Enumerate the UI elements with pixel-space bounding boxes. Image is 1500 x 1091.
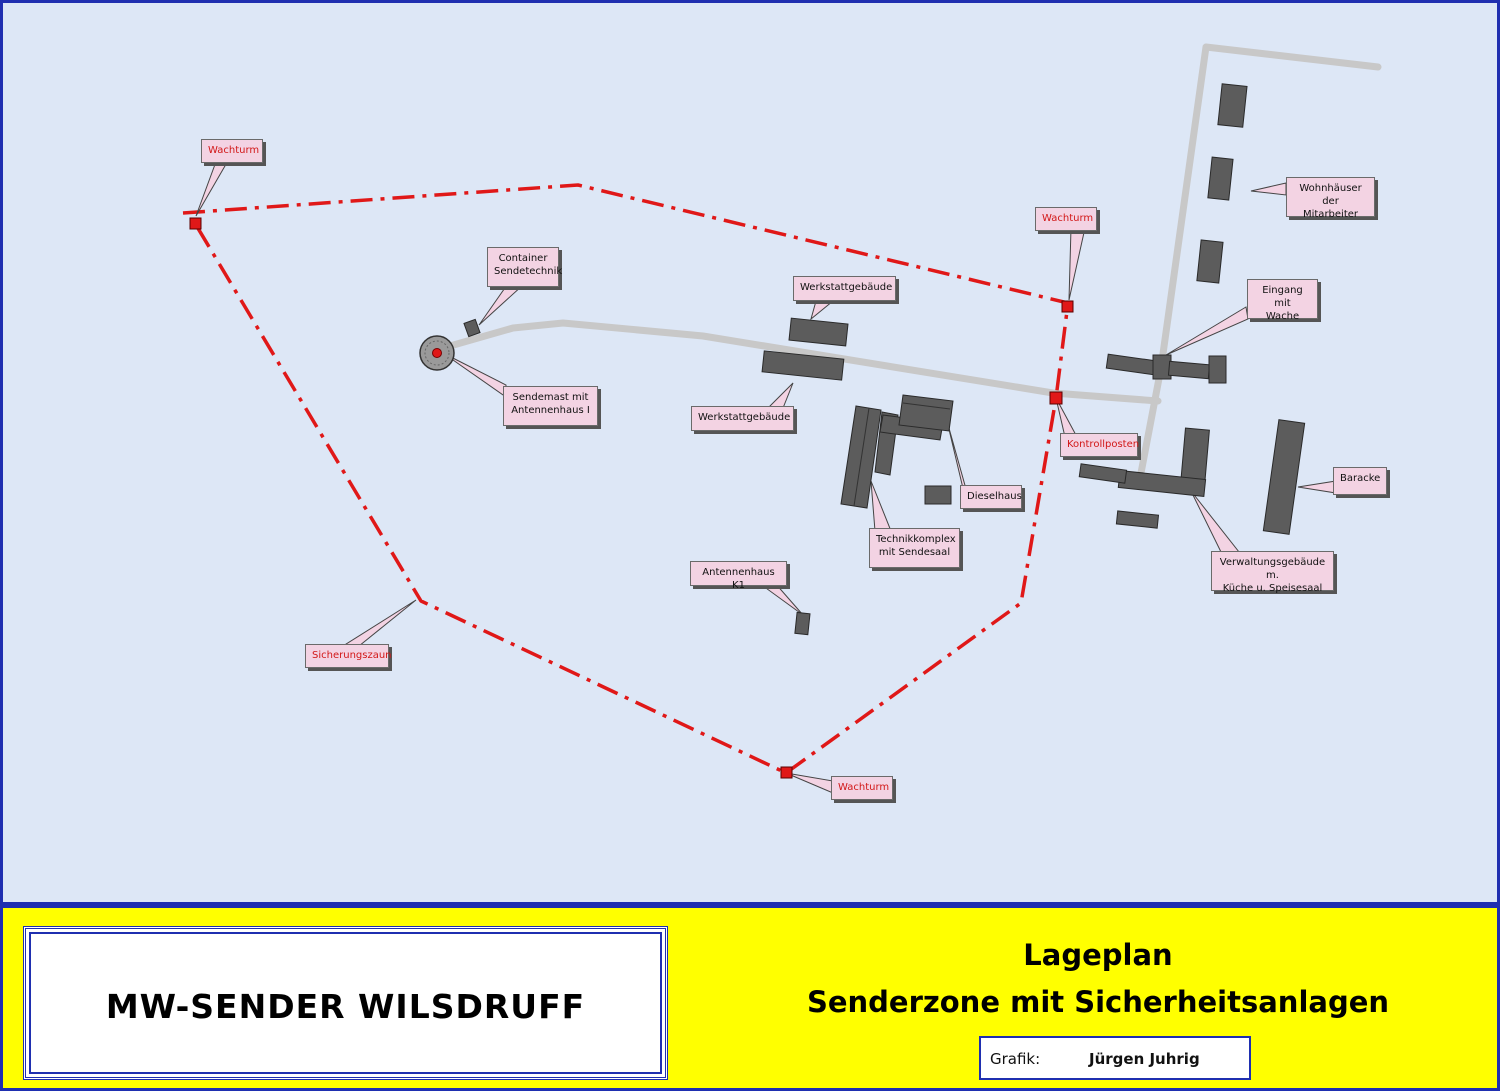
callout-wachturm-s: Wachturm: [831, 776, 893, 800]
antennenhaus-k1-building: [794, 611, 811, 636]
station-name-box: MW-SENDER WILSDRUFF: [23, 926, 668, 1080]
eingang-gate: [1208, 355, 1227, 384]
credit-name: Jürgen Juhrig: [1089, 1050, 1200, 1068]
map-area: Wachturm Wachturm Wachturm Container Sen…: [0, 0, 1500, 905]
fence-posts: [189, 217, 1074, 779]
werkstatt-building-2: [761, 350, 845, 381]
wachturm-ne-marker: [1061, 300, 1074, 313]
callout-wohnhaeuser: Wohnhäuser der Mitarbeiter: [1286, 177, 1375, 220]
wachturm-nw-marker: [189, 217, 202, 230]
roads: [446, 43, 1382, 477]
verwaltung-west-wing: [1078, 463, 1128, 484]
station-name: MW-SENDER WILSDRUFF: [105, 987, 586, 1026]
container-building: [463, 318, 481, 338]
callout-wachturm-nw: Wachturm: [201, 139, 263, 163]
title-block: MW-SENDER WILSDRUFF Lageplan Senderzone …: [0, 905, 1500, 1091]
eingang-building-east: [1167, 360, 1211, 380]
callout-werkstatt-2: Werkstattgebäude: [691, 406, 794, 431]
callout-kontrollposten: Kontrollposten: [1060, 433, 1139, 457]
callout-verwaltung: Verwaltungsgebäude m. Küche u. Speisesaa…: [1211, 551, 1334, 594]
credit-box: Grafik: Jürgen Juhrig: [979, 1036, 1251, 1080]
buildings: [463, 83, 1306, 636]
plan-title: Lageplan: [1023, 938, 1173, 972]
baracke-building: [1262, 419, 1306, 535]
dieselhaus-building: [898, 394, 954, 432]
kontrollposten-marker: [1049, 391, 1063, 405]
security-fence: [182, 183, 1070, 775]
callout-container: Container Sendetechnik: [487, 247, 562, 287]
callout-wachturm-ne: Wachturm: [1035, 207, 1097, 231]
callout-technik: Technikkomplex mit Sendesaal: [869, 528, 960, 568]
wohnhaus-2: [1207, 156, 1234, 201]
main-road: [446, 319, 1162, 405]
callout-baracke: Baracke: [1333, 467, 1387, 495]
callout-pointers: [195, 158, 1337, 794]
credit-label: Grafik:: [990, 1050, 1041, 1068]
callout-antennenhaus-k1: Antennenhaus K1: [690, 561, 787, 591]
callout-sicherungszaun: Sicherungszaun: [305, 644, 392, 668]
callout-werkstatt-1: Werkstattgebäude: [793, 276, 896, 301]
small-building: [924, 485, 952, 505]
callout-sendemast: Sendemast mit Antennenhaus I: [503, 386, 598, 426]
callout-eingang: Eingang mit Wache: [1247, 279, 1318, 322]
plan-drawing: [182, 43, 1382, 794]
fence-line: [182, 183, 1070, 775]
wohnhaus-1: [1217, 83, 1248, 128]
sendemast-symbol: [419, 335, 455, 371]
plan-subtitle: Senderzone mit Sicherheitsanlagen: [806, 985, 1390, 1019]
callout-dieselhaus: Dieselhaus: [960, 485, 1022, 509]
verwaltung-annex: [1115, 510, 1160, 529]
east-road: [1137, 43, 1382, 477]
werkstatt-building-1: [788, 317, 849, 347]
wachturm-s-marker: [780, 766, 793, 779]
wohnhaus-3: [1196, 239, 1224, 284]
